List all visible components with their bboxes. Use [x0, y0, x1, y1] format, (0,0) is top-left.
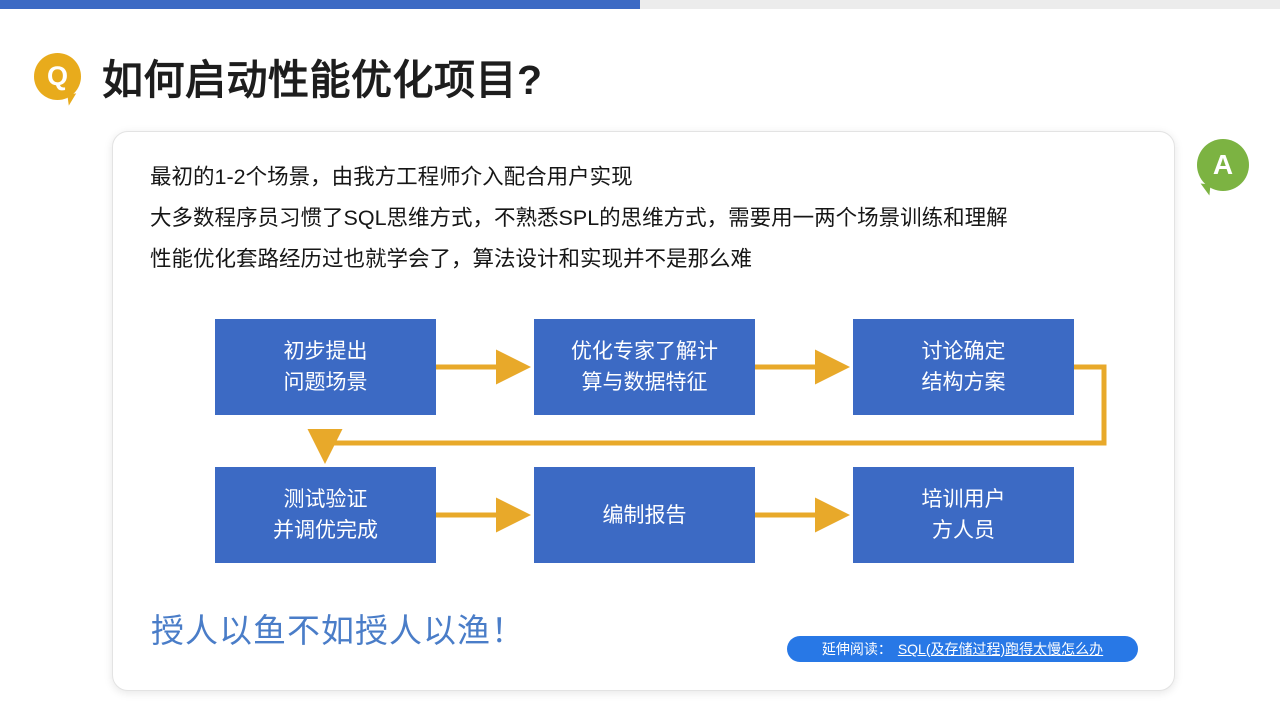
paragraph-line-3: 性能优化套路经历过也就学会了，算法设计和实现并不是那么难: [150, 247, 753, 271]
flow-node-line: 初步提出: [283, 340, 368, 363]
answer-badge-icon: A: [1197, 139, 1249, 196]
question-badge-icon: Q: [34, 52, 81, 106]
flow-node-line: 结构方案: [921, 371, 1006, 394]
tagline: 授人以鱼不如授人以渔！: [151, 612, 525, 649]
answer-paragraph: 最初的1-2个场景，由我方工程师介入配合用户实现 大多数程序员习惯了SQL思维方…: [150, 157, 1140, 280]
paragraph-line-2: 大多数程序员习惯了SQL思维方式，不熟悉SPL的思维方式，需要用一两个场景训练和…: [150, 206, 1008, 230]
process-flow-diagram: 初步提出 问题场景 优化专家了解计 算与数据特征 讨论确定 结构方案 测试验证 …: [113, 132, 1176, 692]
flow-node-initial-proposal[interactable]: 初步提出 问题场景: [215, 319, 436, 415]
flow-node-line: 优化专家了解计: [571, 340, 718, 363]
flow-node-expert-analysis[interactable]: 优化专家了解计 算与数据特征: [534, 319, 755, 415]
read-more-link[interactable]: SQL(及存储过程)跑得太慢怎么办: [897, 641, 1104, 657]
answer-card: 最初的1-2个场景，由我方工程师介入配合用户实现 大多数程序员习惯了SQL思维方…: [112, 131, 1175, 691]
answer-badge-bubble: [1197, 139, 1249, 191]
top-progress-bar: [0, 0, 1280, 9]
flow-node-line: 算与数据特征: [581, 371, 708, 394]
flow-node-write-report[interactable]: 编制报告: [534, 467, 755, 563]
question-badge-bubble: [34, 52, 81, 100]
flow-node-line: 测试验证: [283, 488, 368, 511]
flow-node-line: 讨论确定: [921, 340, 1006, 363]
flow-node-train-users[interactable]: 培训用户 方人员: [853, 467, 1074, 563]
flow-node-discuss-structure[interactable]: 讨论确定 结构方案: [853, 319, 1074, 415]
flow-node-test-verify[interactable]: 测试验证 并调优完成: [215, 467, 436, 563]
flow-node-line: 问题场景: [283, 371, 368, 394]
read-more-button[interactable]: 延伸阅读： SQL(及存储过程)跑得太慢怎么办: [787, 636, 1138, 662]
flow-node-line: 培训用户: [921, 488, 1006, 511]
page-header: Q 如何启动性能优化项目?: [34, 46, 543, 106]
flow-node-line: 方人员: [932, 519, 995, 542]
paragraph-line-1: 最初的1-2个场景，由我方工程师介入配合用户实现: [150, 165, 633, 189]
question-badge-letter: Q: [46, 60, 68, 91]
top-progress-bar-fill: [0, 0, 640, 9]
flow-node-line: 并调优完成: [273, 519, 378, 542]
flow-node-line: 编制报告: [602, 503, 687, 527]
read-more-label: 延伸阅读：: [821, 641, 892, 657]
page-title: 如何启动性能优化项目?: [102, 57, 543, 103]
answer-badge-letter: A: [1212, 149, 1234, 180]
